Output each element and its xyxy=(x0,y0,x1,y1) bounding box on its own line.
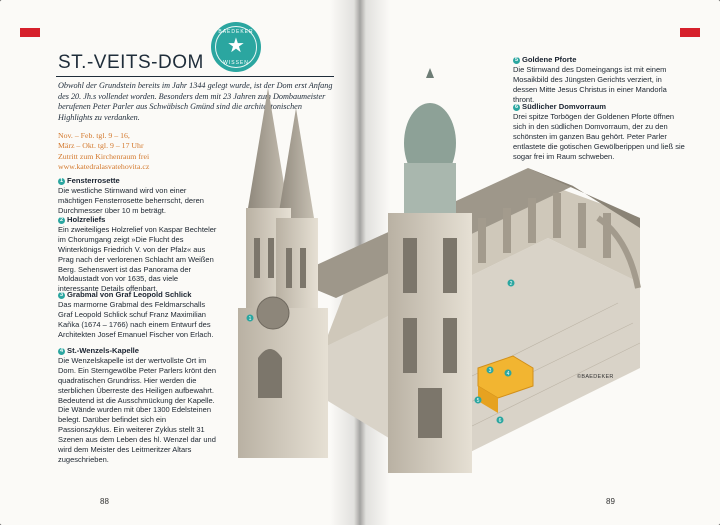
section-title: Südlicher Domvorraum xyxy=(522,102,606,111)
star-icon: ★ xyxy=(227,35,245,57)
hours-line-summer: März – Okt. tgl. 9 – 17 Uhr xyxy=(58,141,144,151)
intro-text: Obwohl der Grundstein bereits im Jahr 13… xyxy=(58,81,333,122)
chapel-side xyxy=(478,386,498,413)
marker-1-icon: 1 xyxy=(58,178,65,185)
marker-6-icon: 6 xyxy=(513,104,520,111)
page-number-left: 88 xyxy=(100,497,109,506)
buttress xyxy=(596,215,641,289)
website-link[interactable]: www.katedralasvatehovita.cz xyxy=(58,162,150,172)
section-body: Die Wenzelskapelle ist der wertvollste O… xyxy=(58,355,216,464)
baedeker-wissen-badge: BAEDEKER ★ WISSEN xyxy=(211,22,261,72)
illustration-credit: ©BAEDEKER xyxy=(577,374,614,380)
svg-text:6: 6 xyxy=(499,418,502,424)
page-number-right: 89 xyxy=(606,497,615,506)
svg-text:3: 3 xyxy=(489,368,492,374)
section-title: Fensterrosette xyxy=(67,176,120,185)
section-body: Das marmorne Grabmal des Feldmarschalls … xyxy=(58,299,214,339)
page-title: ST.-VEITS-DOM xyxy=(58,52,204,73)
marker-3-icon: 3 xyxy=(58,292,65,299)
section-title: Holzreliefs xyxy=(67,215,106,224)
svg-text:1: 1 xyxy=(249,316,252,322)
chapter-tab-left xyxy=(20,28,40,37)
opening-hours: Nov. – Feb. tgl. 9 – 16, März – Okt. tgl… xyxy=(58,131,258,173)
illustration-markers: 1 2 3 4 5 6 xyxy=(246,279,515,424)
marker-5-icon: 5 xyxy=(513,57,520,64)
rose-window xyxy=(256,296,290,330)
section-title: St.-Wenzels-Kapelle xyxy=(67,346,140,355)
title-rule xyxy=(56,76,334,77)
west-towers xyxy=(238,88,328,458)
main-tower xyxy=(388,68,472,473)
hours-line-admission: Zutritt zum Kirchenraum frei xyxy=(58,151,150,161)
section-body: Die Stirnwand des Domeingangs ist mit ei… xyxy=(513,64,667,104)
chapter-tab-right xyxy=(680,28,700,37)
badge-bottom-text: WISSEN xyxy=(223,60,249,66)
hours-line-winter: Nov. – Feb. tgl. 9 – 16, xyxy=(58,131,130,140)
section-body: Drei spitze Torbögen der Goldenen Pforte… xyxy=(513,111,685,161)
marker-2-icon: 2 xyxy=(58,217,65,224)
badge-ring xyxy=(215,26,257,68)
section-body: Die westliche Stirnwand wird von einer m… xyxy=(58,185,204,215)
section-title: Grabmal von Graf Leopold Schlick xyxy=(67,290,192,299)
marker-4-icon: 4 xyxy=(58,348,65,355)
badge-top-text: BAEDEKER xyxy=(218,29,254,35)
svg-text:5: 5 xyxy=(477,398,480,404)
section-title: Goldene Pforte xyxy=(522,55,577,64)
svg-text:4: 4 xyxy=(507,371,510,377)
section-body: Ein zweiteiliges Holzrelief von Kaspar B… xyxy=(58,224,217,294)
nave-arches xyxy=(478,193,611,263)
svg-text:2: 2 xyxy=(510,281,513,287)
cathedral-cutaway-illustration: 1 2 3 4 5 6 xyxy=(238,68,641,473)
